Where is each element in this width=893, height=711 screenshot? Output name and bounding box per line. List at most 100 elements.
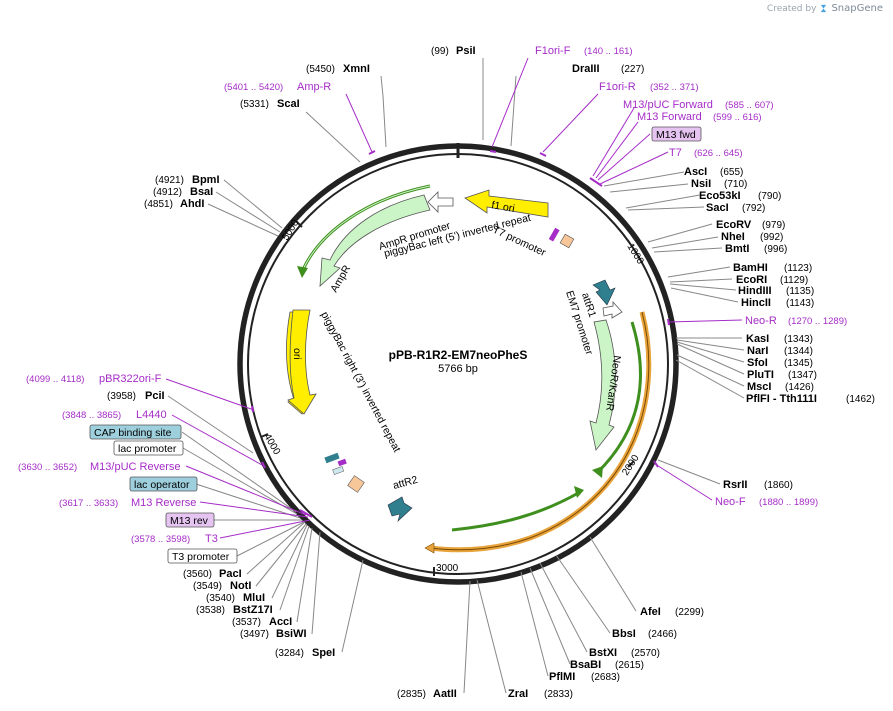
ecori-pos: (1129) bbox=[780, 275, 808, 286]
noti-label[interactable]: NotI bbox=[230, 580, 251, 592]
bsai-label[interactable]: BsaI bbox=[190, 186, 213, 198]
l4440-range: (3848 .. 3865) bbox=[62, 410, 121, 421]
hindiii-label[interactable]: HindIII bbox=[738, 285, 772, 297]
ecori-label[interactable]: EcoRI bbox=[736, 274, 767, 286]
pluti-label[interactable]: PluTI bbox=[747, 369, 774, 381]
pbr322ori-f-label[interactable]: pBR322ori-F bbox=[99, 373, 162, 385]
pbr322ori-f-range: (4099 .. 4118) bbox=[26, 374, 84, 385]
f1-ori-label: f1 ori bbox=[490, 199, 515, 215]
ampr-arrow[interactable] bbox=[319, 194, 431, 287]
bstxi-label[interactable]: BstXI bbox=[589, 647, 617, 659]
nsii-label[interactable]: NsiI bbox=[691, 178, 711, 190]
t3-promoter-box[interactable] bbox=[167, 548, 238, 564]
spei-pos: (3284) bbox=[275, 648, 304, 659]
attr1-arrow[interactable] bbox=[592, 279, 616, 306]
f1ori-r-label[interactable]: F1ori-R bbox=[599, 81, 636, 93]
pcii-label[interactable]: PciI bbox=[145, 390, 165, 402]
bsai-pos: (4912) bbox=[153, 187, 182, 198]
paci-label[interactable]: PacI bbox=[219, 568, 242, 580]
m13-forward-label[interactable]: M13 Forward bbox=[637, 111, 702, 123]
ecorv-label[interactable]: EcoRV bbox=[716, 219, 752, 231]
f1ori-r-range: (352 .. 371) bbox=[650, 82, 699, 93]
bottom-green-arc bbox=[451, 490, 581, 532]
bpmi-label[interactable]: BpmI bbox=[192, 174, 220, 186]
aatii-label[interactable]: AatII bbox=[433, 688, 457, 700]
ampr-promoter-arrow[interactable] bbox=[427, 191, 454, 213]
piggybac-left-marker[interactable] bbox=[559, 233, 575, 249]
snapgene-brand: Created by SnapGene bbox=[767, 3, 883, 14]
msci-label[interactable]: MscI bbox=[747, 381, 771, 393]
nhei-label[interactable]: NheI bbox=[721, 231, 745, 243]
cap-binding-site-box[interactable] bbox=[89, 424, 182, 440]
em7-promoter-arrow[interactable] bbox=[602, 300, 623, 319]
zrai-pos: (2833) bbox=[544, 689, 573, 700]
l4440-label[interactable]: L4440 bbox=[136, 409, 167, 421]
kasi-label[interactable]: KasI bbox=[746, 333, 769, 345]
psii-label[interactable]: PsiI bbox=[456, 45, 476, 57]
neor-kanr-arrow[interactable] bbox=[589, 319, 616, 451]
acci-pos: (3537) bbox=[232, 617, 261, 628]
hincii-label[interactable]: HincII bbox=[741, 297, 771, 309]
saci-label[interactable]: SacI bbox=[706, 202, 729, 214]
lac-features-marker[interactable] bbox=[324, 452, 340, 464]
f1-ori-arrow[interactable] bbox=[464, 189, 549, 218]
t7-label[interactable]: T7 bbox=[669, 147, 682, 159]
bsiwi-label[interactable]: BsiWI bbox=[276, 628, 307, 640]
zrai-label[interactable]: ZraI bbox=[508, 688, 528, 700]
ecorv-pos: (979) bbox=[762, 220, 785, 231]
hincii-pos: (1143) bbox=[786, 298, 814, 309]
lac-promoter-label-1: lac promoter bbox=[118, 443, 177, 455]
bmti-label[interactable]: BmtI bbox=[725, 243, 749, 255]
paci-pos: (3560) bbox=[183, 569, 212, 580]
draiii-label[interactable]: DraIII bbox=[572, 63, 600, 75]
ahdi-label[interactable]: AhdI bbox=[180, 198, 204, 210]
m13-puc-reverse-range: (3630 .. 3652) bbox=[18, 462, 77, 473]
nsii-pos: (710) bbox=[724, 179, 747, 190]
bbsi-label[interactable]: BbsI bbox=[612, 628, 636, 640]
pcii-pos: (3958) bbox=[107, 391, 136, 402]
t7-promoter-marker[interactable] bbox=[548, 227, 560, 242]
m13-fwd-box[interactable] bbox=[651, 126, 702, 142]
t3-label[interactable]: T3 bbox=[205, 533, 218, 545]
psii-pos: (99) bbox=[431, 46, 449, 57]
sfoi-label[interactable]: SfoI bbox=[747, 357, 768, 369]
plasmid-name: pPB-R1R2-EM7neoPheS bbox=[389, 348, 528, 362]
bsabi-label[interactable]: BsaBI bbox=[570, 659, 601, 671]
pflfi-tth111i-label[interactable]: PflFI - Tth111I bbox=[746, 393, 817, 405]
acci-label[interactable]: AccI bbox=[269, 616, 292, 628]
m13-puc-forward-label[interactable]: M13/pUC Forward bbox=[623, 99, 713, 111]
m13-reverse-label[interactable]: M13 Reverse bbox=[131, 497, 196, 509]
afei-pos: (2299) bbox=[675, 607, 704, 618]
ori-label: ori bbox=[291, 348, 303, 360]
eco53ki-label[interactable]: Eco53kI bbox=[699, 190, 741, 202]
neo-r-label[interactable]: Neo-R bbox=[745, 315, 777, 327]
lac-promoter-box-1[interactable] bbox=[113, 440, 184, 456]
scai-label[interactable]: ScaI bbox=[277, 98, 300, 110]
m13-fwd-label: M13 fwd bbox=[656, 129, 696, 141]
cap-binding-site-label: CAP binding site bbox=[94, 427, 172, 439]
lac-operator-box[interactable] bbox=[129, 476, 198, 492]
f1ori-f-label[interactable]: F1ori-F bbox=[535, 45, 571, 57]
pflfi-tth111i-pos: (1462) bbox=[846, 394, 875, 405]
nari-pos: (1344) bbox=[784, 346, 813, 357]
m13-puc-reverse-label[interactable]: M13/pUC Reverse bbox=[90, 461, 180, 473]
bamhi-label[interactable]: BamHI bbox=[733, 262, 768, 274]
spei-label[interactable]: SpeI bbox=[312, 647, 335, 659]
piggybac-right-marker[interactable] bbox=[347, 475, 365, 493]
pflmi-label[interactable]: PflMI bbox=[549, 671, 575, 683]
afei-label[interactable]: AfeI bbox=[640, 606, 661, 618]
amp-r-label[interactable]: Amp-R bbox=[297, 81, 331, 93]
m13-rev-box[interactable] bbox=[165, 512, 215, 528]
neo-f-label[interactable]: Neo-F bbox=[715, 496, 746, 508]
xmni-pos: (5450) bbox=[306, 64, 335, 75]
xmni-label[interactable]: XmnI bbox=[343, 63, 370, 75]
m13-puc-forward-range: (585 .. 607) bbox=[725, 100, 774, 111]
hindiii-pos: (1135) bbox=[786, 286, 814, 297]
attr2-arrow[interactable] bbox=[387, 496, 413, 522]
bstz17i-label[interactable]: BstZ17I bbox=[233, 604, 273, 616]
mlui-label[interactable]: MluI bbox=[243, 592, 265, 604]
asci-label[interactable]: AscI bbox=[684, 166, 707, 178]
rsrii-label[interactable]: RsrII bbox=[723, 479, 747, 491]
nari-label[interactable]: NarI bbox=[747, 345, 768, 357]
